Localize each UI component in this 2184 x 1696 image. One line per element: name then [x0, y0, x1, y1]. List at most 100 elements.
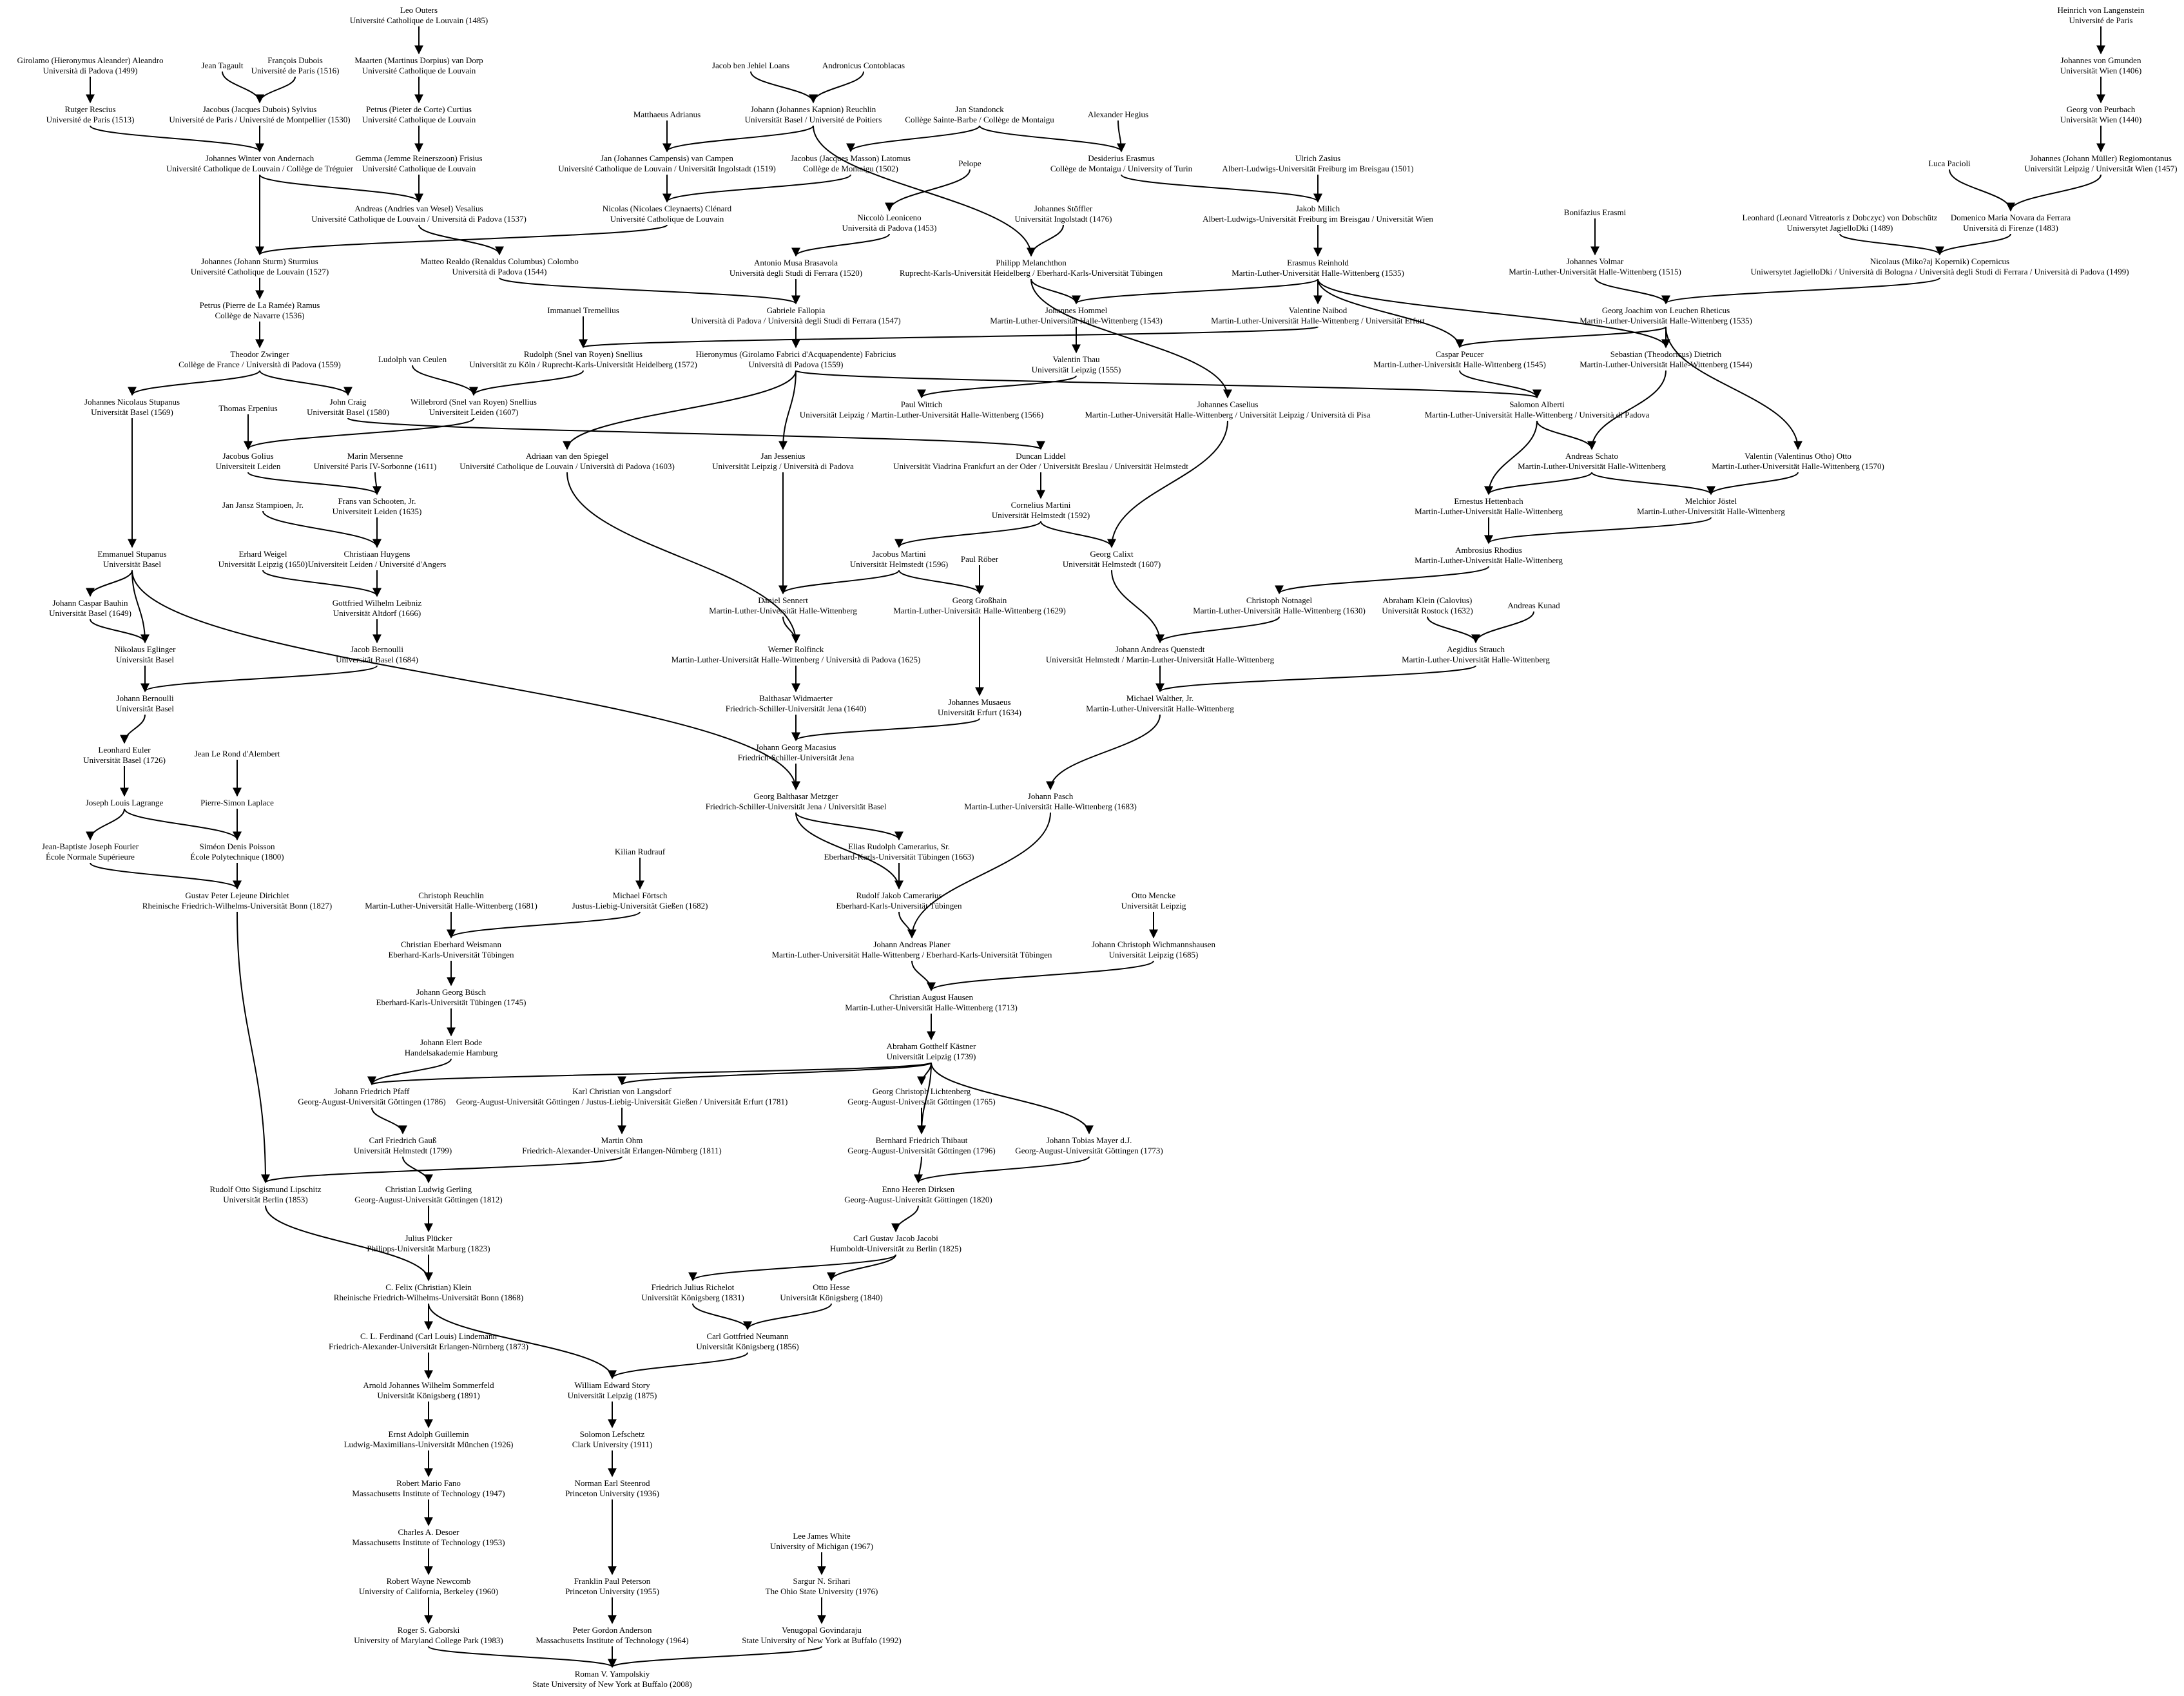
person-institution: Martin-Luther-Universität Halle-Wittenbe…	[1637, 506, 1785, 516]
person-name: Desiderius Erasmus	[1088, 153, 1155, 163]
edge-richelot-to-neumann	[692, 1303, 752, 1331]
person-name: Luca Pacioli	[1928, 159, 1971, 168]
edge-andernach-to-vesalius	[259, 174, 423, 203]
person-name: Georg Calixt	[1090, 549, 1134, 559]
edge-leoniceno-to-brasavola	[791, 233, 890, 257]
person-institution: Université Catholique de Louvain	[362, 115, 476, 124]
person-name: Thomas Erpenius	[218, 403, 278, 413]
edge-ohm-to-lipschitz	[261, 1156, 623, 1184]
person-name: Paul Wittich	[900, 400, 943, 409]
person-institution: Università di Padova (1453)	[842, 223, 937, 233]
person-institution: Université Catholique de Louvain (1485)	[349, 15, 488, 25]
person-name: Willebrord (Snel van Royen) Snellius	[411, 397, 537, 407]
person-name: Girolamo (Hieronymus Aleander) Aleandro	[17, 55, 164, 65]
person-institution: Georg-August-Universität Göttingen (1820…	[844, 1195, 992, 1204]
person-name: Johannes Hommel	[1045, 305, 1108, 315]
person-node-dobschutz: Leonhard (Leonard Vitreatoris z Dobczyc)…	[1743, 213, 1938, 233]
person-name: Melchior Jöstel	[1685, 496, 1737, 506]
edge-jacobi-to-richelot	[688, 1254, 896, 1282]
edge-dubois-to-sylvius	[255, 76, 296, 104]
person-name: Theodor Zwinger	[230, 349, 289, 359]
edge-planer-to-hausen	[911, 960, 936, 992]
person-name: Leonhard Euler	[98, 745, 151, 755]
person-name: Otto Mencke	[1131, 891, 1176, 900]
edge-pelope-to-leoniceno	[885, 169, 971, 212]
person-name: Nicolas (Nicolaes Cleynaerts) Clénard	[602, 204, 732, 213]
person-institution: Albert-Ludwigs-Universität Freiburg im B…	[1203, 214, 1433, 224]
person-institution: Universiteit Leiden (1607)	[429, 407, 519, 417]
person-institution: Universität Helmstedt (1596)	[849, 559, 949, 569]
edge-walther-to-pasch	[1046, 714, 1161, 791]
edge-gauss-to-gerling	[402, 1156, 433, 1184]
person-name: Valentin Thau	[1052, 354, 1100, 364]
person-name: Georg Christoph Lichtenberg	[872, 1086, 971, 1096]
person-name: Jean Le Rond d'Alembert	[194, 749, 280, 758]
person-institution: Università di Padova / Università degli …	[691, 316, 901, 325]
person-name: Karl Christian von Langsdorf	[572, 1086, 672, 1096]
person-institution: University of Maryland College Park (198…	[354, 1635, 503, 1645]
edge-calovius-to-strauch	[1427, 616, 1480, 644]
person-name: Jakob Milich	[1295, 204, 1340, 213]
person-name: Rutger Rescius	[64, 104, 116, 114]
person-name: Caspar Peucer	[1435, 349, 1484, 359]
person-name: Johannes von Gmunden	[2060, 55, 2141, 65]
person-name: Georg Großhain	[952, 595, 1007, 605]
edge-lagrange-to-poisson	[124, 808, 242, 841]
edge-zwinger-to-stupanus_jn	[128, 370, 260, 396]
edge-otto-to-jostel	[1706, 472, 1799, 496]
person-name: Frans van Schooten, Jr.	[338, 496, 416, 506]
edge-kunad-to-strauch	[1471, 611, 1534, 644]
person-institution: Université Catholique de Louvain (1527)	[190, 267, 329, 276]
person-name: Domenico Maria Novara da Ferrara	[1950, 213, 2071, 222]
edge-dobschutz-to-copernicus	[1839, 233, 1944, 256]
person-node-walther: Michael Walther, Jr.Martin-Luther-Univer…	[1086, 693, 1234, 714]
person-institution: Università di Padova (1559)	[748, 360, 844, 369]
person-institution: Martin-Luther-Universität Halle-Wittenbe…	[365, 901, 537, 911]
person-node-mayer: Johann Tobias Mayer d.J.Georg-August-Uni…	[1015, 1135, 1163, 1156]
person-institution: Universität Wien (1406)	[2060, 66, 2142, 75]
person-name: Valentin (Valentinus Otho) Otto	[1744, 451, 1851, 461]
person-institution: Collège de Navarre (1536)	[215, 311, 305, 320]
person-name: Ernst Adolph Guillemin	[388, 1429, 469, 1439]
person-name: Jacobus (Jacques Masson) Latomus	[791, 153, 911, 163]
person-institution: Université de Paris	[2069, 15, 2133, 25]
person-node-loans: Jacob ben Jehiel Loans	[712, 61, 789, 71]
edge-snellius_r-to-snellius_w	[469, 370, 584, 396]
person-name: John Craig	[329, 397, 367, 407]
person-name: Arnold Johannes Wilhelm Sommerfeld	[363, 1380, 494, 1390]
edge-metzger-to-rcamerarius	[795, 812, 904, 890]
person-institution: Martin-Luther-Universität Halle-Wittenbe…	[1415, 555, 1563, 565]
person-institution: Université Catholique de Louvain / Unive…	[558, 164, 776, 173]
person-name: Franklin Paul Peterson	[574, 1576, 651, 1586]
person-name: Otto Hesse	[813, 1282, 850, 1292]
person-name: Nikolaus Eglinger	[114, 644, 176, 654]
edge-reinhold-to-peucer	[1317, 278, 1464, 349]
person-institution: Philipps-Universität Marburg (1823)	[367, 1244, 490, 1253]
edge-schato-to-jostel	[1591, 472, 1715, 496]
person-name: Robert Wayne Newcomb	[386, 1576, 471, 1586]
person-node-contoblacas: Andronicus Contoblacas	[822, 61, 905, 71]
edge-metzger-to-ecamerarius	[795, 812, 904, 841]
